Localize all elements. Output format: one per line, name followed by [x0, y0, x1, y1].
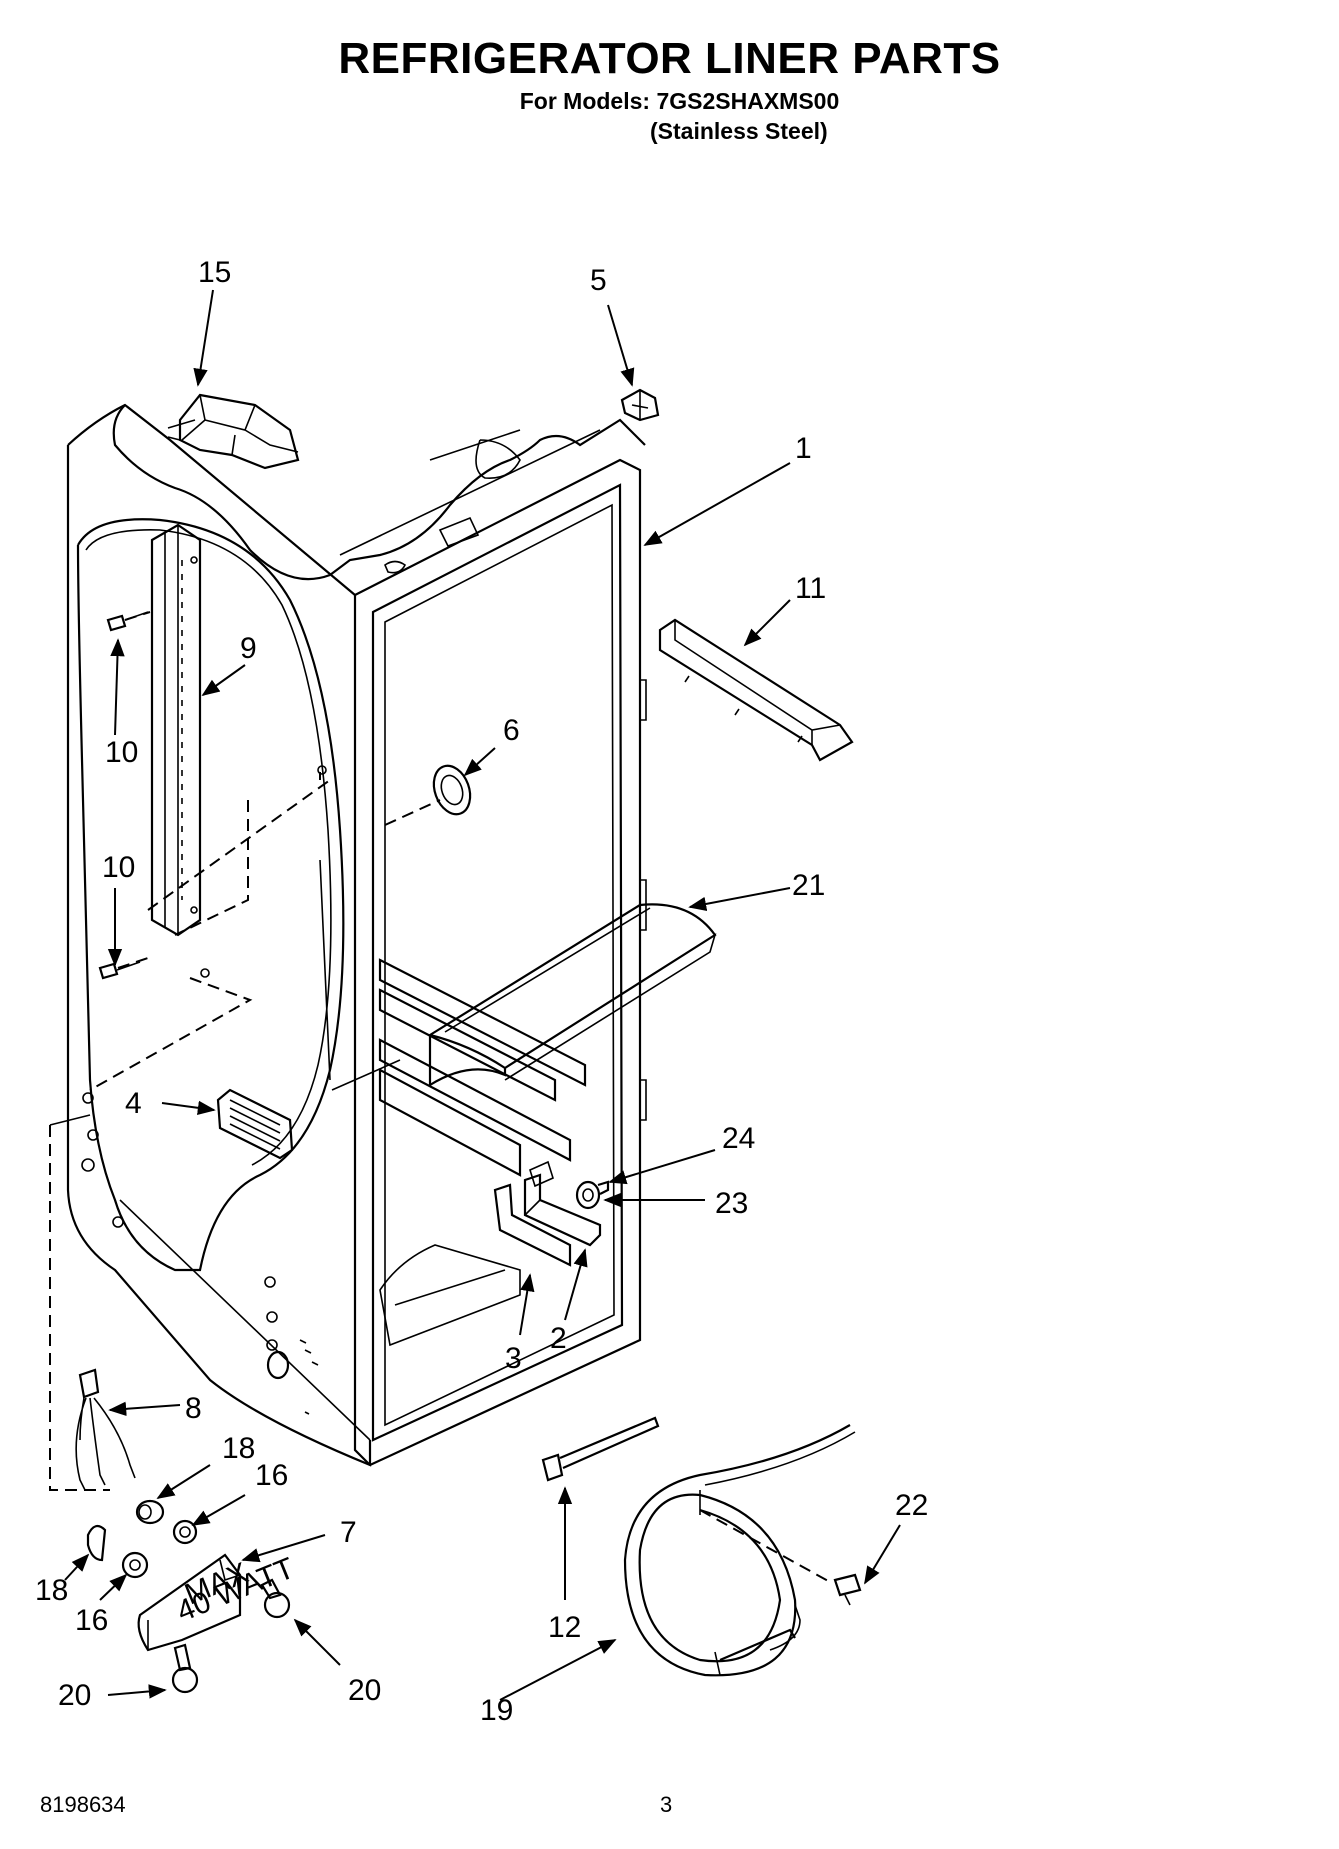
callout-2: 2: [550, 1322, 567, 1355]
grommet: [575, 1180, 610, 1210]
callout-12: 12: [548, 1611, 581, 1644]
callout-20-left: 20: [58, 1679, 91, 1712]
drain-bracket: [523, 1173, 602, 1247]
leader-lines: [64, 289, 901, 1701]
bracket: [658, 618, 854, 762]
control-knob: [432, 764, 472, 816]
page-number: 3: [660, 1792, 673, 1817]
callout-7: 7: [340, 1516, 357, 1549]
page-title: REFRIGERATOR LINER PARTS: [338, 34, 1001, 83]
callout-21: 21: [792, 869, 825, 902]
screw-lower: [98, 961, 141, 980]
lamp-socket-upper: [135, 1499, 165, 1525]
callout-11: 11: [795, 572, 826, 605]
callout-23: 23: [715, 1187, 748, 1220]
callout-10-upper: 10: [105, 736, 138, 769]
callout-1: 1: [795, 432, 812, 465]
tubing-coil: [623, 1424, 856, 1677]
callout-10-lower: 10: [102, 851, 135, 884]
liner-cabinet: [66, 403, 647, 1467]
callout-16-lower: 16: [75, 1604, 108, 1637]
callout-19: 19: [480, 1694, 513, 1727]
finish-label: (Stainless Steel): [650, 118, 828, 144]
shelf-rails: [378, 958, 587, 1177]
callout-8: 8: [185, 1392, 202, 1425]
lamp-knob-upper: [172, 1519, 198, 1545]
screw-22: [833, 1573, 862, 1606]
callout-3: 3: [505, 1342, 522, 1375]
light-housing: MAX 40 WATT: [137, 1552, 299, 1652]
light-bulb-lower: [171, 1643, 199, 1694]
wire-harness: [75, 1368, 136, 1491]
callout-24: 24: [722, 1122, 755, 1155]
callout-4: 4: [125, 1087, 142, 1120]
callout-18-upper: 18: [222, 1432, 255, 1465]
shelf-track: [150, 523, 202, 937]
callout-15: 15: [198, 256, 231, 289]
document-number: 8198634: [40, 1792, 126, 1817]
control-module: [167, 393, 300, 470]
callout-20-right: 20: [348, 1674, 381, 1707]
callout-16-upper: 16: [255, 1459, 288, 1492]
models-line: For Models: 7GS2SHAXMS00: [519, 88, 840, 114]
callout-5: 5: [590, 264, 607, 297]
screw-upper: [106, 611, 149, 632]
light-bulb-upper: [260, 1578, 291, 1619]
callout-18-lower: 18: [35, 1574, 68, 1607]
lamp-knob-lower: [121, 1551, 149, 1579]
cable-tie: [541, 1416, 660, 1482]
callout-6: 6: [503, 714, 520, 747]
light-cover: [427, 903, 717, 1087]
clip: [620, 388, 660, 422]
lamp-socket-lower: [86, 1524, 107, 1562]
callout-9: 9: [240, 632, 257, 665]
callout-22: 22: [895, 1489, 928, 1522]
vent-grille: [216, 1088, 294, 1160]
drain-trough: [493, 1183, 572, 1267]
